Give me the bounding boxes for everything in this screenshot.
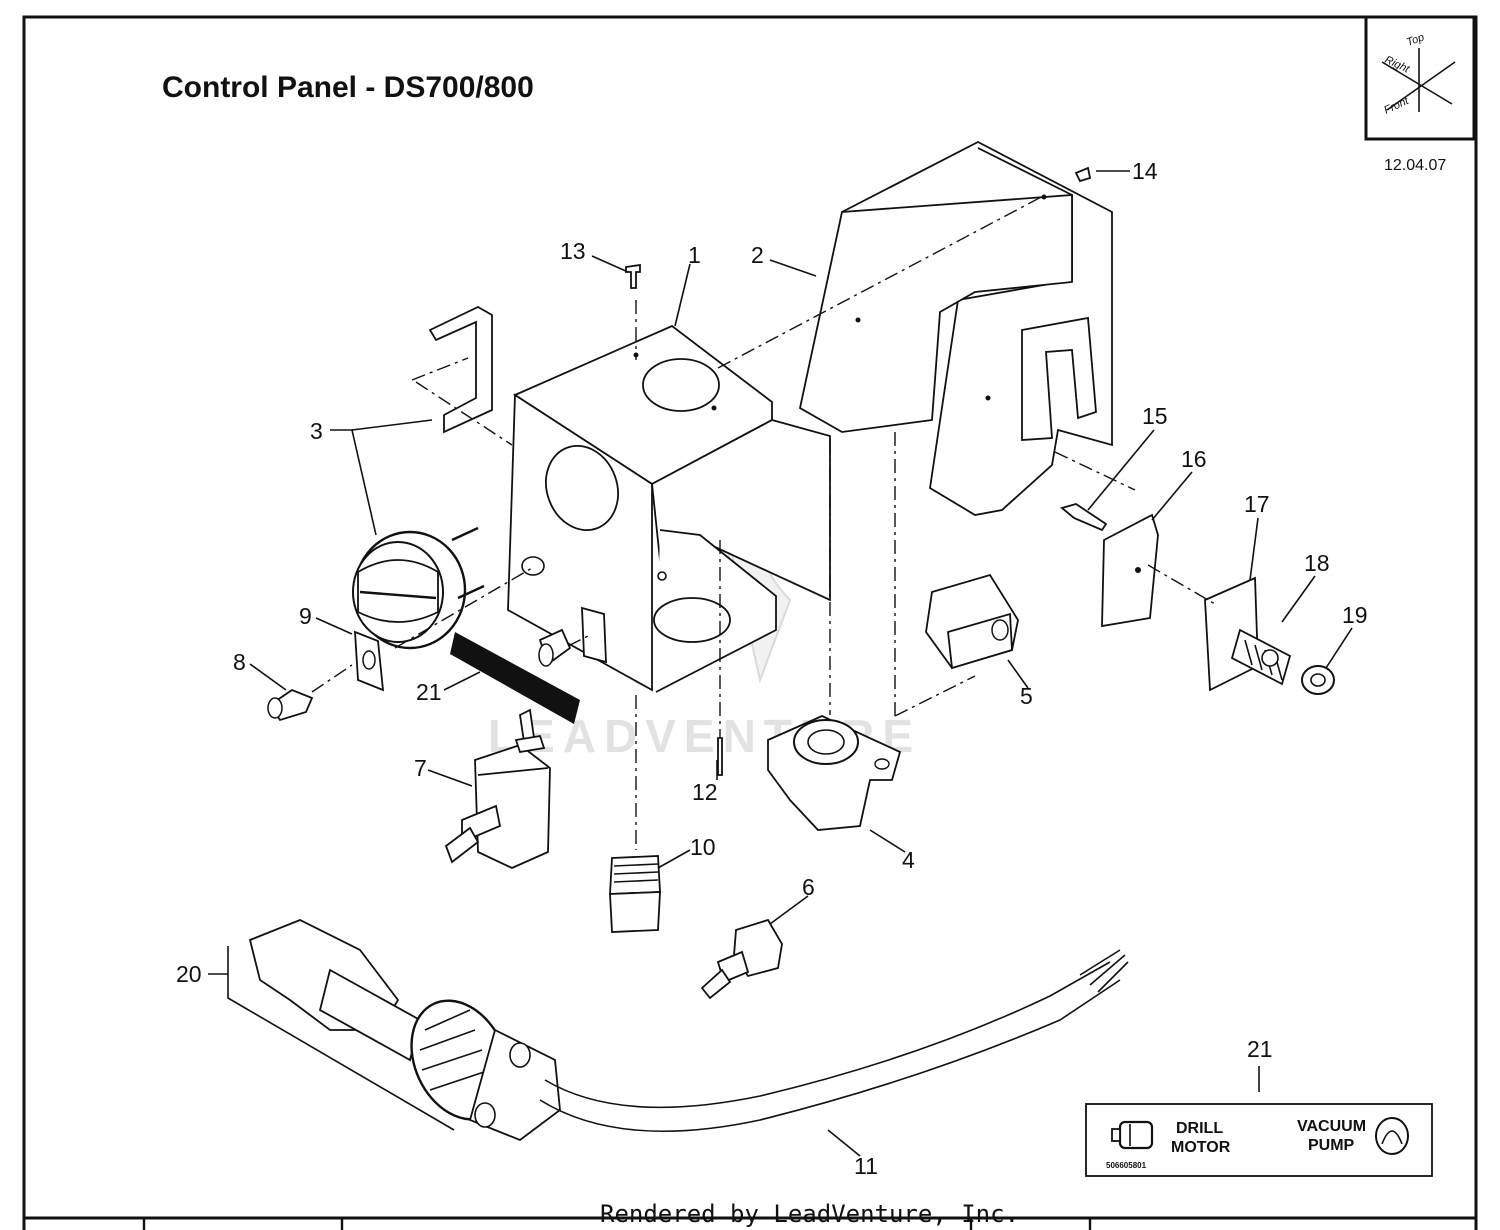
- power-cord-part: [248, 919, 1129, 1142]
- callout-numbers: 1 2 3 4 5 6 7 8 9 10 11 12 13 14 15 16 1…: [176, 158, 1368, 1179]
- rear-cover-part: [798, 140, 1113, 516]
- leader-lines: [208, 170, 1353, 1157]
- switch-bracket-part: [1101, 513, 1159, 628]
- callout-15: 15: [1142, 403, 1168, 429]
- callout-18: 18: [1304, 550, 1330, 576]
- drill-motor-icon: [1111, 1120, 1154, 1150]
- callout-19: 19: [1342, 602, 1368, 628]
- nut-part: [1301, 665, 1335, 695]
- callout-14: 14: [1132, 158, 1158, 184]
- callout-10: 10: [690, 834, 716, 860]
- callout-5: 5: [1020, 683, 1033, 709]
- callout-20: 20: [176, 961, 202, 987]
- callout-7: 7: [414, 755, 427, 781]
- rocker-switch-part: [925, 573, 1019, 670]
- vacuum-pump-line2: PUMP: [1308, 1137, 1355, 1154]
- cord-grip-part: [609, 855, 661, 933]
- page-title: Control Panel - DS700/800: [162, 71, 534, 104]
- callout-16: 16: [1181, 446, 1207, 472]
- page-border: [22, 15, 1478, 1230]
- callout-21: 21: [416, 679, 442, 705]
- vacuum-pump-icon: [1375, 1117, 1409, 1155]
- callout-17: 17: [1244, 491, 1270, 517]
- callout-9: 9: [299, 603, 312, 629]
- callout-1: 1: [688, 242, 701, 268]
- vacuum-pump-line1: VACUUM: [1297, 1118, 1366, 1135]
- control-box-part: [507, 324, 831, 693]
- footer-cells: [142, 1218, 1092, 1230]
- drill-motor-line2: MOTOR: [1171, 1139, 1231, 1156]
- callout-8: 8: [233, 649, 246, 675]
- decal-label-box: 21 DRILL MOTOR 506605801 VACUUM PUMP: [1085, 1036, 1433, 1177]
- potentiometer-part: [1230, 628, 1292, 686]
- orientation-top: Top: [1405, 31, 1426, 48]
- decal-strip-part: [450, 632, 580, 724]
- orientation-right: Right: [1383, 54, 1412, 76]
- mount-plate-part: [1204, 576, 1259, 692]
- callout-2: 2: [751, 242, 764, 268]
- lamp-bezel-part: [354, 630, 385, 692]
- indicator-lamp-part: [267, 688, 314, 722]
- decal-callout: 21: [1247, 1036, 1273, 1062]
- receptacle-part: [767, 715, 902, 831]
- small-toggle-part: [700, 918, 783, 1000]
- callout-4: 4: [902, 847, 915, 873]
- callout-13: 13: [560, 238, 586, 264]
- box-lamp-part: [538, 606, 607, 667]
- callout-6: 6: [802, 874, 815, 900]
- orientation-indicator: Top Right Front: [1364, 15, 1476, 141]
- footer-credit: Rendered by LeadVenture, Inc.: [600, 1200, 1019, 1228]
- screw-rear-part: [1074, 166, 1092, 183]
- screw-bottom-part: [717, 737, 723, 776]
- callout-12: 12: [692, 779, 718, 805]
- screw-part: [625, 263, 641, 289]
- drill-motor-line1: DRILL: [1176, 1120, 1223, 1137]
- screw-bracket-part: [1060, 503, 1108, 532]
- date-code: 12.04.07: [1384, 157, 1446, 174]
- toggle-switch-part: [444, 708, 551, 869]
- callout-11: 11: [854, 1153, 878, 1179]
- decal-part-number: 506605801: [1106, 1161, 1147, 1170]
- hour-meter-part: [352, 305, 513, 650]
- orientation-front: Front: [1382, 95, 1411, 117]
- callout-3: 3: [310, 418, 323, 444]
